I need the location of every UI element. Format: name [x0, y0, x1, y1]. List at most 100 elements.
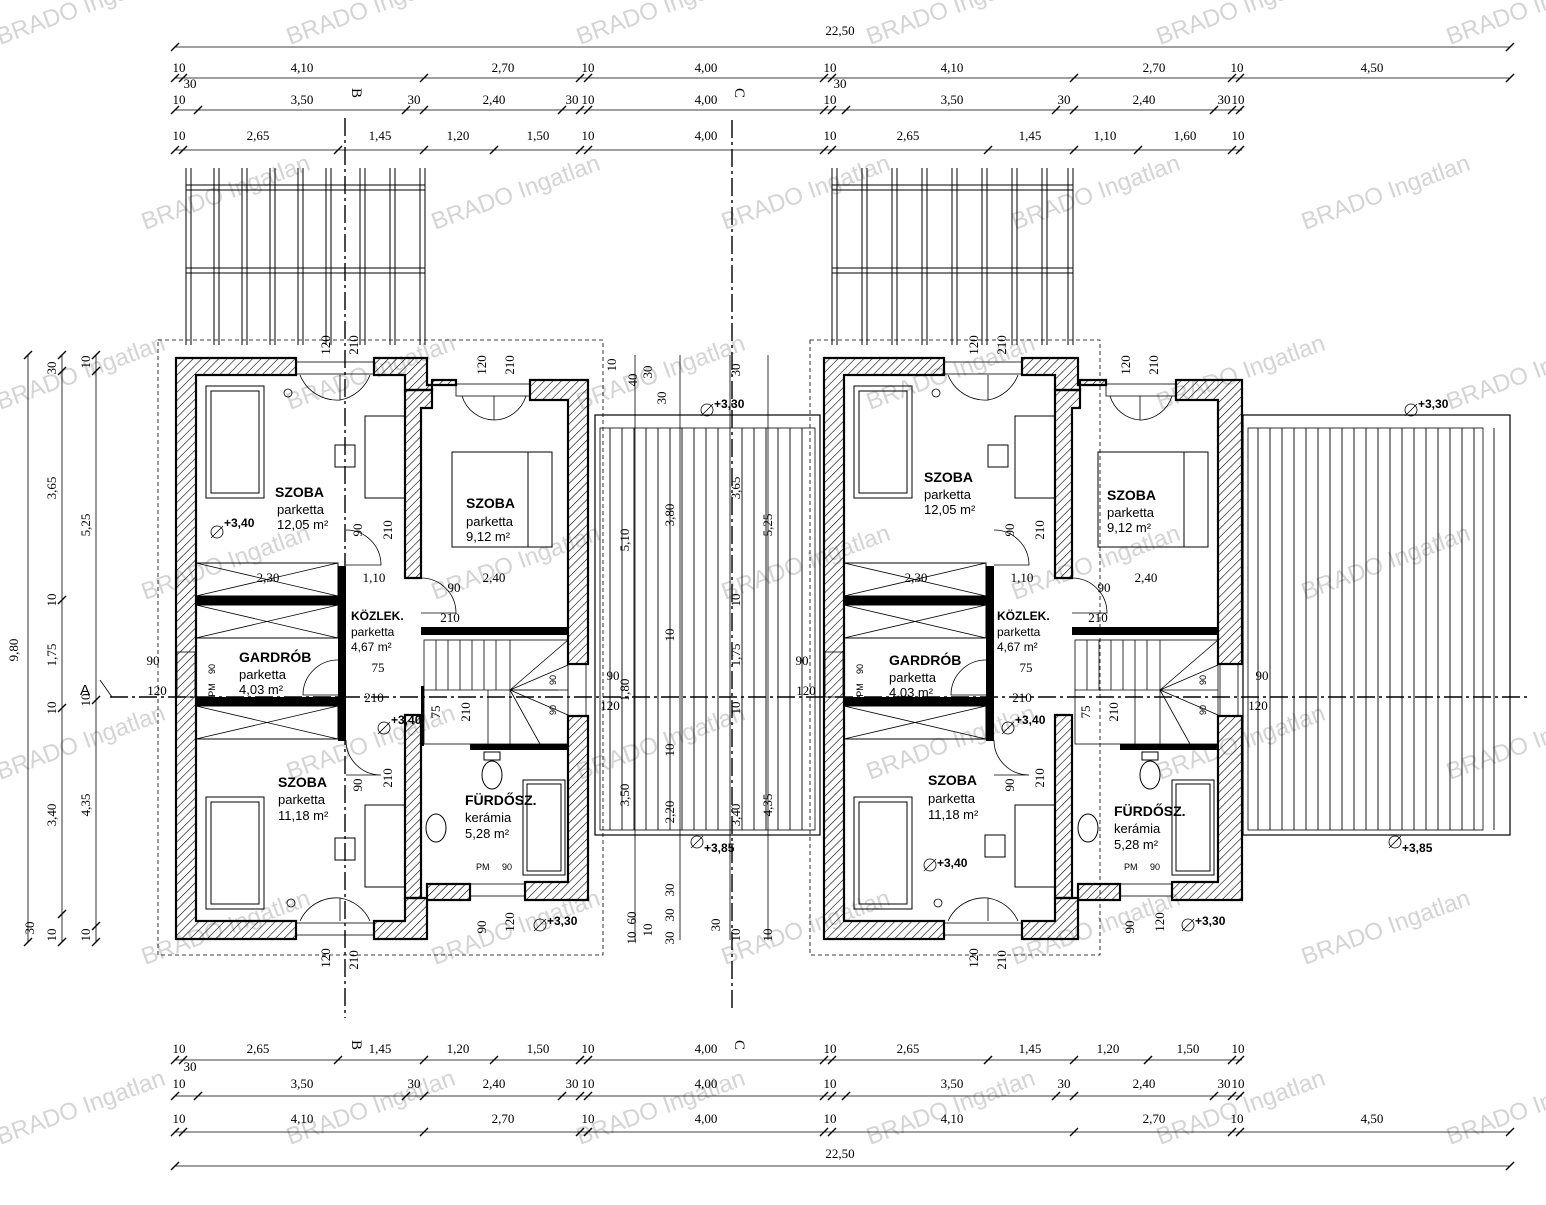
dim-label: 210 [502, 355, 517, 375]
dim-label: 3,80 [662, 504, 677, 527]
dim-label: 30 [1218, 92, 1231, 107]
room-area: 9,12 m² [466, 529, 511, 544]
dim-label: 5,25 [78, 514, 93, 537]
dim-label: 120 [600, 698, 620, 713]
dim-label: 10 [78, 356, 93, 369]
watermark-text: BRADO Ingatlan [573, 0, 749, 51]
dim-label: 210 [1032, 520, 1047, 540]
roof-terrace-right [1242, 414, 1511, 836]
room-name: SZOBA [275, 484, 324, 500]
dim-label: 30 [408, 92, 421, 107]
dim-label: 4,35 [760, 794, 775, 817]
room-kozlekedo: KÖZLEK. parketta 4,67 m² [351, 608, 404, 654]
dim-label: 30 [662, 932, 677, 945]
dim-label: 90 [855, 664, 865, 674]
watermark-text: BRADO Ingatlan [863, 0, 1039, 51]
dim-label: 75 [1078, 706, 1093, 719]
dim-label: 10 [1232, 1076, 1245, 1091]
dim-label: 10 [582, 92, 595, 107]
room-name: FÜRDŐSZ. [465, 791, 537, 808]
dim-label: 4,00 [695, 1111, 718, 1126]
dim-label: 2,40 [1135, 570, 1158, 585]
dim-label: 2,40 [1133, 1076, 1156, 1091]
level-label: +3,30 [547, 914, 578, 928]
dim-label: 10 [44, 929, 59, 942]
dim-label: 10 [662, 744, 677, 757]
dim-label: 3,40 [44, 804, 59, 827]
dim-total-bottom: 22,50 [825, 1146, 854, 1161]
dim-label: 5,25 [760, 514, 775, 537]
dim-label: 30 [654, 392, 669, 405]
dim-label: 2,30 [257, 570, 280, 585]
room-area: 11,18 m² [928, 807, 979, 822]
dim-label: 3,50 [941, 1076, 964, 1091]
dim-label: 1,45 [1019, 1041, 1042, 1056]
watermark-text: BRADO Ingatlan [1443, 330, 1546, 416]
watermark-text: BRADO Ingatlan [0, 330, 169, 416]
dim-row3-bottom: 10 4,10 2,70 10 4,00 10 4,10 2,70 10 4,5… [173, 1111, 1384, 1126]
dim-label: 210 [364, 690, 384, 705]
section-mark-c-top: C [731, 88, 747, 98]
room-gardrob: GARDRÓB parketta 4,03 m² [889, 651, 961, 700]
dim-label: 90 [1256, 668, 1269, 683]
room-floor: parketta [924, 487, 972, 502]
dim-label: 120 [1248, 698, 1268, 713]
dim-label: 30 [184, 76, 197, 91]
dim-total-left: 9,80 [6, 639, 21, 662]
dim-label: 30 [662, 909, 677, 922]
dim-total-top: 22,50 [825, 23, 854, 38]
pm-label: PM [1124, 862, 1138, 872]
pergola-structures [185, 168, 1074, 345]
dim-label: 4,10 [941, 60, 964, 75]
room-area: 4,03 m² [889, 685, 934, 700]
watermark-text: BRADO Ingatlan [1153, 0, 1329, 51]
dim-label: 30 [566, 1076, 579, 1091]
dim-label: 210 [994, 950, 1009, 970]
room-szoba-3: SZOBA parketta 11,18 m² [278, 774, 329, 823]
dim-label: 1,50 [527, 128, 550, 143]
room-kozlekedo: KÖZLEK. parketta 4,67 m² [997, 608, 1050, 654]
dim-label: 90 [448, 580, 461, 595]
dim-label: 10 [624, 932, 639, 945]
dim-label: 10 [173, 1111, 186, 1126]
room-area: 4,03 m² [239, 682, 284, 697]
dim-label: 1,45 [369, 1041, 392, 1056]
dim-label: 10 [1231, 1111, 1244, 1126]
dim-label: 10 [824, 1041, 837, 1056]
dim-label: 10 [728, 702, 743, 715]
dim-label: 2,65 [247, 1041, 270, 1056]
dim-label: 1,75 [44, 644, 59, 667]
dim-label: 75 [1020, 660, 1033, 675]
dim-label: 90 [548, 705, 558, 715]
dim-label: 30 [662, 884, 677, 897]
dim-label: 3,50 [941, 92, 964, 107]
dim-label: 75 [372, 660, 385, 675]
dim-label: 210 [380, 520, 395, 540]
dim-label: 4,10 [941, 1111, 964, 1126]
dim-label: 90 [1198, 705, 1208, 715]
room-floor: parketta [928, 791, 976, 806]
dim-label: 10 [582, 1111, 595, 1126]
pm-label: PM [207, 683, 217, 697]
dim-label: 210 [380, 768, 395, 788]
dim-label: 1,20 [1097, 1041, 1120, 1056]
dim-label: 30 [728, 364, 743, 377]
roof-terrace-left [594, 414, 821, 836]
dim-label: 2,70 [1143, 60, 1166, 75]
dim-label: 30 [834, 76, 847, 91]
dim-label: 1,45 [369, 128, 392, 143]
level-label: +3,40 [391, 713, 422, 727]
room-area: 12,05 m² [277, 517, 329, 532]
dim-label: 10 [44, 594, 59, 607]
watermark-text: BRADO Ingatlan [1298, 150, 1474, 236]
room-area: 4,67 m² [351, 640, 392, 654]
dim-row1-top: 10 4,10 2,70 10 4,00 10 4,10 2,70 10 4,5… [173, 60, 1384, 91]
dim-label: 10 [173, 128, 186, 143]
room-floor: parketta [889, 670, 937, 685]
watermark-text: BRADO Ingatlan [1443, 0, 1546, 51]
room-name: SZOBA [466, 495, 515, 511]
room-name: KÖZLEK. [997, 608, 1050, 623]
dim-row3-top: 10 2,65 1,45 1,20 1,50 10 4,00 10 2,65 1… [173, 128, 1245, 143]
dim-label: 120 [796, 683, 816, 698]
room-szoba-1: SZOBA parketta 12,05 m² [275, 484, 329, 532]
